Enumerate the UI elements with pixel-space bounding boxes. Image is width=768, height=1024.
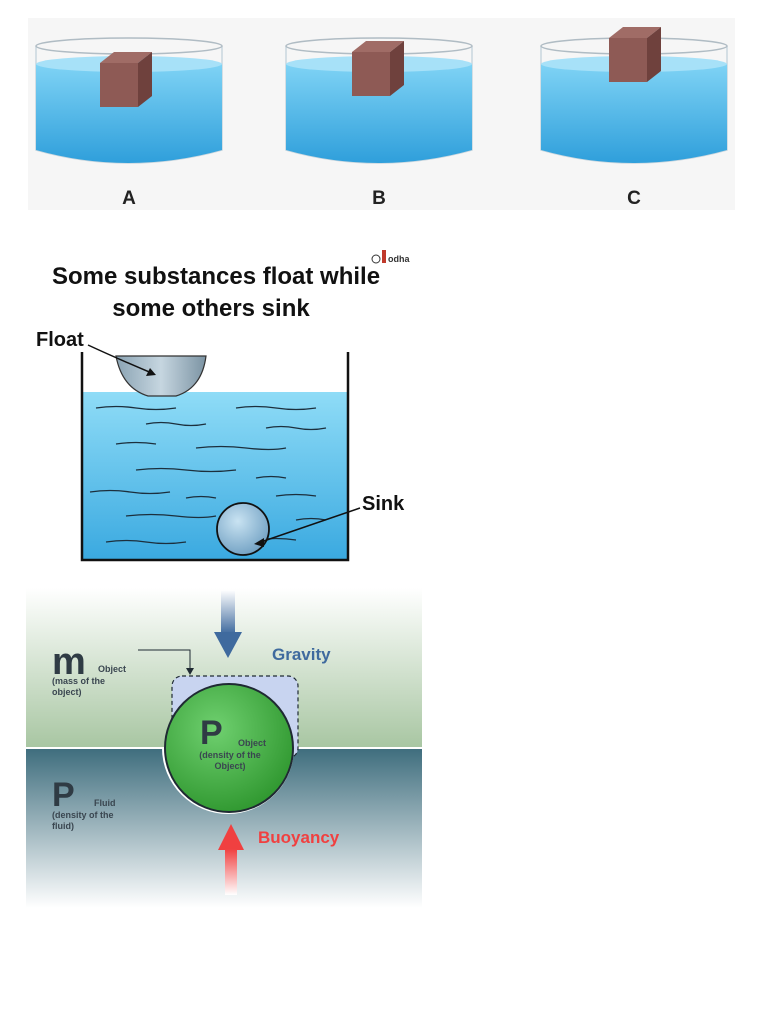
title-line1: Some substances float while xyxy=(52,263,380,290)
rho-object-subscript: Object xyxy=(238,738,266,748)
tank-water xyxy=(82,392,348,560)
logo-text: odha xyxy=(388,254,410,264)
containers-panel: A B C xyxy=(28,18,735,210)
float-bowl xyxy=(116,356,206,396)
buoyancy-panel: Gravity Buoyancy m Object (mass of the o… xyxy=(26,588,422,908)
buoyancy-illustration: Gravity Buoyancy m Object (mass of the o… xyxy=(26,588,422,908)
label-c: C xyxy=(627,188,641,209)
rho-fluid-subscript: Fluid xyxy=(94,798,116,808)
sink-ball xyxy=(217,503,269,555)
rho-object-symbol: P xyxy=(200,714,223,752)
rho-fluid-desc-line1: (density of the xyxy=(52,810,114,820)
rho-fluid-symbol: P xyxy=(52,776,75,814)
mass-desc-line2: object) xyxy=(52,687,82,697)
block-a xyxy=(100,52,152,107)
label-b: B xyxy=(372,188,386,209)
rho-object-desc-line2: Object) xyxy=(214,761,245,771)
bodhi-logo: odha xyxy=(372,250,410,264)
containers-illustration: A B C xyxy=(28,18,735,210)
label-a: A xyxy=(122,188,136,209)
object-sphere xyxy=(165,684,293,812)
title-line2: some others sink xyxy=(112,295,310,322)
gravity-label: Gravity xyxy=(272,645,331,664)
mass-desc-line1: (mass of the xyxy=(52,676,105,686)
sink-label: Sink xyxy=(362,493,405,515)
rho-object-desc-line1: (density of the xyxy=(199,750,261,760)
block-c xyxy=(609,27,661,82)
buoyancy-label: Buoyancy xyxy=(258,828,340,847)
float-sink-illustration: odha Some substances float while some ot… xyxy=(26,248,418,578)
float-label: Float xyxy=(36,329,84,351)
container-a: A xyxy=(36,38,222,209)
mass-subscript: Object xyxy=(98,664,126,674)
float-sink-panel: odha Some substances float while some ot… xyxy=(26,248,418,578)
block-b xyxy=(352,41,404,96)
container-c: C xyxy=(541,27,727,209)
rho-fluid-desc-line2: fluid) xyxy=(52,821,74,831)
container-b: B xyxy=(286,38,472,209)
